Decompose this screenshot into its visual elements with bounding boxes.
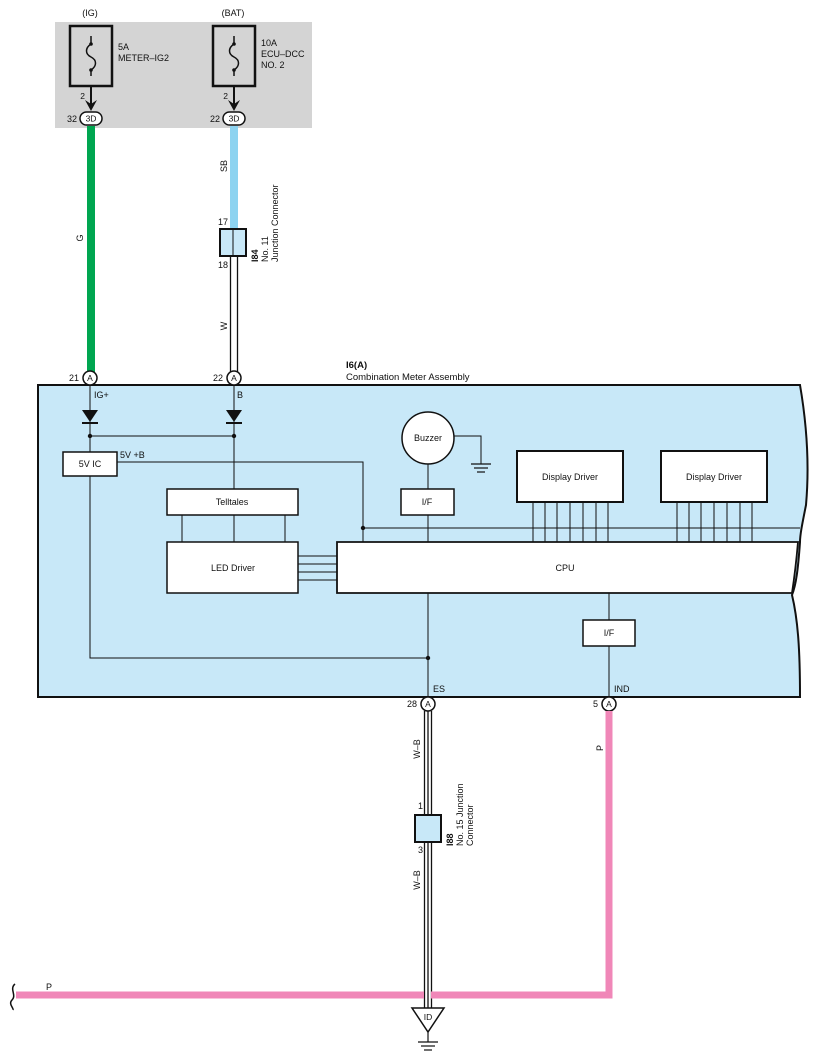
display-driver-2-bus bbox=[676, 502, 753, 542]
bat-fuse-name-line1: ECU–DCC bbox=[261, 49, 305, 59]
wire-label-p-horizontal: P bbox=[46, 982, 52, 992]
ig-fuse-rating: 5A bbox=[118, 42, 129, 52]
pin-signal-ig: IG+ bbox=[94, 390, 109, 400]
meter-name: Combination Meter Assembly bbox=[346, 372, 470, 383]
i88-pin-in: 1 bbox=[418, 801, 423, 811]
combination-meter: I6(A) Combination Meter Assembly A 21 IG… bbox=[37, 360, 809, 712]
lower-wiring: W–B 1 3 I88 No. 15 Junction Connector W–… bbox=[9, 711, 613, 1051]
i84-pin-in: 17 bbox=[218, 217, 228, 227]
wire-label-p-vertical: P bbox=[595, 745, 605, 751]
i84-pin-out: 18 bbox=[218, 260, 228, 270]
block-if-upper-label: I/F bbox=[422, 497, 433, 507]
block-telltales bbox=[166, 488, 299, 516]
block-cpu-label: CPU bbox=[555, 563, 574, 573]
fuse-terminal-dot bbox=[89, 42, 93, 46]
block-led-driver-label: LED Driver bbox=[211, 563, 255, 573]
wire-pink bbox=[431, 711, 613, 999]
pin-signal-es: ES bbox=[433, 684, 445, 694]
i84-id: I84 bbox=[250, 249, 260, 262]
bat-supply-label: (BAT) bbox=[222, 8, 245, 18]
block-cpu bbox=[336, 541, 799, 594]
bat-connector-label: 3D bbox=[229, 114, 240, 124]
junction-dot bbox=[87, 433, 93, 439]
display-driver-1-bus bbox=[532, 502, 609, 542]
ig-supply-label: (IG) bbox=[82, 8, 98, 18]
fuse-terminal-dot bbox=[89, 68, 93, 72]
block-if-upper bbox=[400, 488, 455, 516]
pin-number-es: 28 bbox=[407, 699, 417, 709]
upper-wiring: G SB 17 18 I84 No. 11 Junction Connector… bbox=[75, 126, 280, 372]
pin-number-ind: 5 bbox=[593, 699, 598, 709]
bat-connector-pin: 22 bbox=[210, 114, 220, 124]
pin-signal-b: B bbox=[237, 390, 243, 400]
block-led-driver bbox=[166, 541, 299, 594]
wire-label-w: W bbox=[219, 321, 229, 330]
ground-point-triangle bbox=[410, 1007, 446, 1034]
i88-id: I88 bbox=[445, 833, 455, 846]
block-telltales-label: Telltales bbox=[216, 497, 249, 507]
connector-letter: A bbox=[87, 373, 93, 383]
ig-fuse-name: METER–IG2 bbox=[118, 53, 169, 63]
junction-dot bbox=[231, 433, 237, 439]
fuse-symbol-icon bbox=[228, 36, 240, 76]
wire-break-icon bbox=[9, 983, 16, 1011]
wire-label-wb-lower: W–B bbox=[412, 870, 422, 890]
connector-arrow-icon bbox=[228, 100, 240, 111]
wire-green bbox=[87, 126, 95, 372]
pin-signal-ind: IND bbox=[614, 684, 630, 694]
connector-letter: A bbox=[231, 373, 237, 383]
block-display-driver-1-label: Display Driver bbox=[542, 472, 598, 482]
junction-connector-i88 bbox=[414, 814, 442, 843]
fuse-terminal-dot bbox=[232, 42, 236, 46]
internal-wire bbox=[89, 476, 428, 659]
internal-wire bbox=[454, 435, 482, 464]
ig-connector-3d bbox=[79, 111, 103, 126]
pin-number-b: 22 bbox=[213, 373, 223, 383]
i88-name-line2: Connector bbox=[465, 804, 475, 846]
bat-fuse-name-line2: NO. 2 bbox=[261, 60, 285, 70]
ig-fuse-terminal-number: 2 bbox=[80, 91, 85, 101]
ig-connector-pin: 32 bbox=[67, 114, 77, 124]
wire-label-wb-upper: W–B bbox=[412, 739, 422, 759]
internal-wire bbox=[117, 461, 364, 528]
fuse-symbol-icon bbox=[85, 36, 97, 76]
wire-label-g: G bbox=[75, 234, 85, 241]
wire-label-sb: SB bbox=[219, 160, 229, 172]
block-if-lower-label: I/F bbox=[604, 628, 615, 638]
fuse-terminal-dot bbox=[232, 68, 236, 72]
bat-fuse-terminal-number: 2 bbox=[223, 91, 228, 101]
block-display-driver-2-label: Display Driver bbox=[686, 472, 742, 482]
meter-id: I6(A) bbox=[346, 360, 367, 371]
fuse-box: (IG) 5A METER–IG2 2 3D 32 (BAT) 10A ECU–… bbox=[55, 8, 312, 128]
connector-arrow-icon bbox=[85, 100, 97, 111]
block-display-driver-1 bbox=[516, 450, 624, 503]
i88-name-line1: No. 15 Junction bbox=[455, 783, 465, 846]
i84-name-line2: Junction Connector bbox=[270, 184, 280, 262]
diode-icon bbox=[82, 410, 98, 422]
ground-point-label: ID bbox=[424, 1012, 433, 1022]
ig-connector-label: 3D bbox=[86, 114, 97, 124]
supply-label-5v-b: 5V +B bbox=[120, 450, 145, 460]
i84-name-line1: No. 11 bbox=[260, 236, 270, 262]
pin-number-ig: 21 bbox=[69, 373, 79, 383]
bat-connector-3d bbox=[222, 111, 246, 126]
connector-letter: A bbox=[425, 699, 431, 709]
bat-fuse-rating: 10A bbox=[261, 38, 277, 48]
connector-letter: A bbox=[606, 699, 612, 709]
fuse-box-background bbox=[55, 22, 312, 128]
block-5v-ic-label: 5V IC bbox=[79, 459, 102, 469]
i88-pin-out: 3 bbox=[418, 845, 423, 855]
block-if-lower bbox=[582, 619, 636, 647]
diode-icon bbox=[226, 410, 242, 422]
wire-sky-blue bbox=[230, 126, 238, 228]
block-buzzer-label: Buzzer bbox=[414, 433, 442, 443]
